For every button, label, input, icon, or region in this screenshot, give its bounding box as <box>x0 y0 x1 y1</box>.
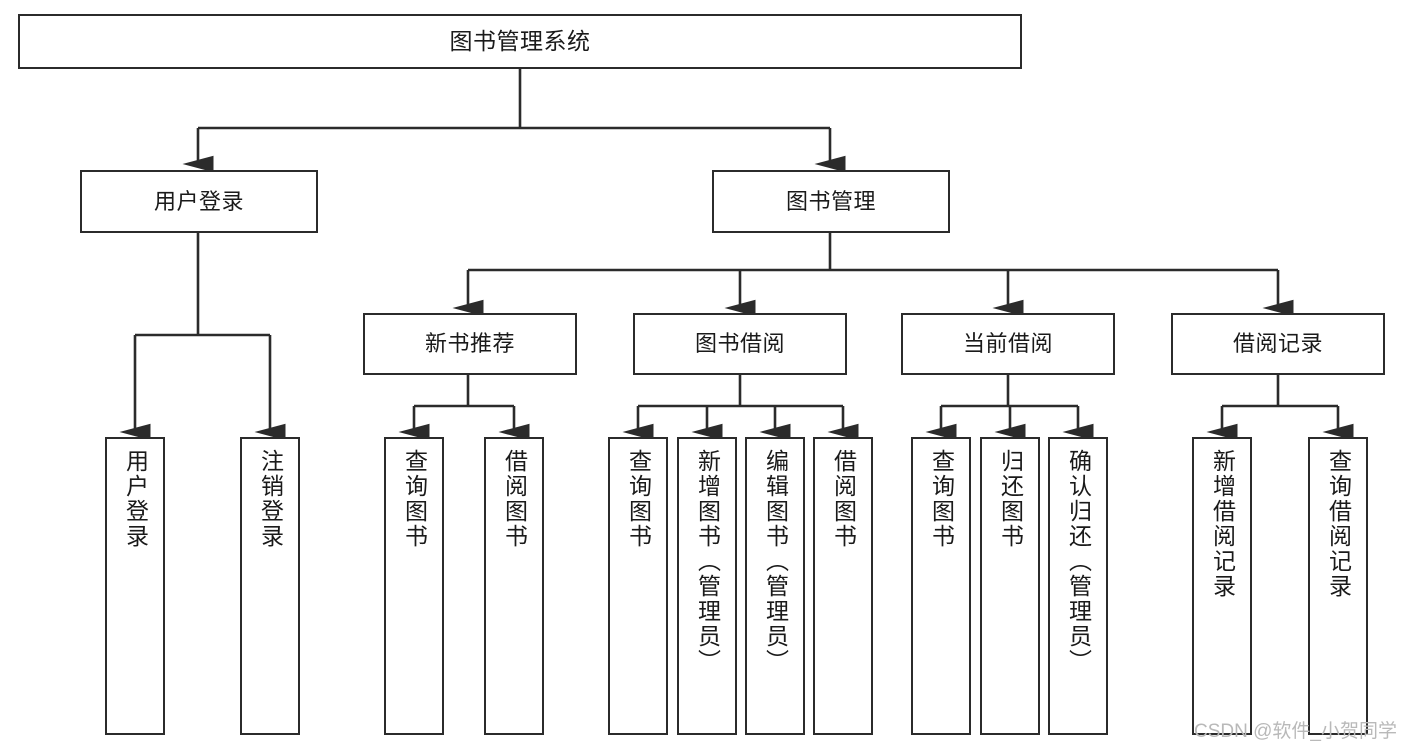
node-book-borrow[interactable]: 图书借阅 <box>633 313 847 375</box>
node-label: 当前借阅 <box>962 331 1053 357</box>
node-label: 图书管理系统 <box>449 27 591 54</box>
node-label: 归还图书 <box>997 449 1024 549</box>
node-label: 图书管理 <box>785 188 876 214</box>
node-label: 用户登录 <box>122 449 149 549</box>
node-label: 查询借阅记录 <box>1325 449 1352 599</box>
node-label: 注销登录 <box>257 449 284 549</box>
leaf-query-record[interactable]: 查询借阅记录 <box>1308 437 1368 735</box>
leaf-return-book[interactable]: 归还图书 <box>980 437 1040 735</box>
node-label: 编辑图书（管理员） <box>762 449 789 674</box>
leaf-borrow-book-1[interactable]: 借阅图书 <box>484 437 544 735</box>
node-label: 新书推荐 <box>424 331 515 357</box>
node-label: 查询图书 <box>928 449 955 549</box>
node-label: 确认归还（管理员） <box>1065 449 1092 674</box>
node-label: 借阅记录 <box>1232 331 1323 357</box>
leaf-query-book-1[interactable]: 查询图书 <box>384 437 444 735</box>
node-current-borrow[interactable]: 当前借阅 <box>901 313 1115 375</box>
leaf-confirm-return[interactable]: 确认归还（管理员） <box>1048 437 1108 735</box>
leaf-user-login[interactable]: 用户登录 <box>105 437 165 735</box>
node-label: 借阅图书 <box>830 449 857 549</box>
leaf-user-logout[interactable]: 注销登录 <box>240 437 300 735</box>
leaf-query-book-2[interactable]: 查询图书 <box>608 437 668 735</box>
node-root-system[interactable]: 图书管理系统 <box>18 14 1022 69</box>
node-label: 用户登录 <box>153 188 244 214</box>
node-label: 查询图书 <box>625 449 652 549</box>
node-user-login[interactable]: 用户登录 <box>80 170 318 233</box>
leaf-edit-book[interactable]: 编辑图书（管理员） <box>745 437 805 735</box>
node-label: 借阅图书 <box>501 449 528 549</box>
node-label: 新增图书（管理员） <box>694 449 721 674</box>
csdn-watermark: CSDN @软件_小贺同学 <box>1194 721 1397 742</box>
node-borrow-record[interactable]: 借阅记录 <box>1171 313 1385 375</box>
node-new-book-recommend[interactable]: 新书推荐 <box>363 313 577 375</box>
node-label: 图书借阅 <box>694 331 785 357</box>
node-label: 新增借阅记录 <box>1209 449 1236 599</box>
leaf-add-record[interactable]: 新增借阅记录 <box>1192 437 1252 735</box>
leaf-query-book-3[interactable]: 查询图书 <box>911 437 971 735</box>
leaf-add-book[interactable]: 新增图书（管理员） <box>677 437 737 735</box>
node-label: 查询图书 <box>401 449 428 549</box>
node-book-manage[interactable]: 图书管理 <box>712 170 950 233</box>
leaf-borrow-book-2[interactable]: 借阅图书 <box>813 437 873 735</box>
